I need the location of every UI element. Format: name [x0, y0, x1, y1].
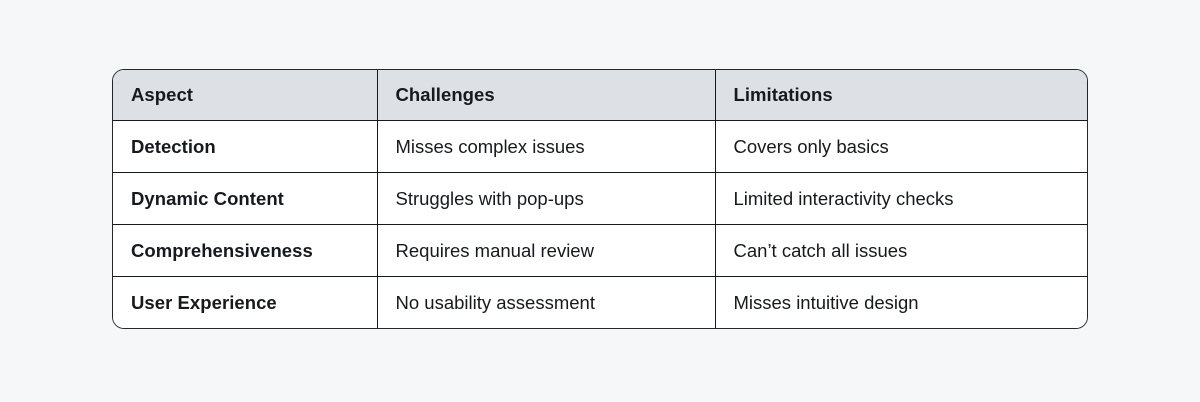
table-body: Detection Misses complex issues Covers o… [113, 120, 1087, 328]
cell-limitations: Covers only basics [715, 120, 1087, 173]
cell-challenges: Requires manual review [377, 224, 716, 277]
cell-challenges: Misses complex issues [377, 120, 716, 173]
table-header: Aspect Challenges Limitations [113, 70, 1087, 121]
column-header-aspect: Aspect [113, 70, 378, 121]
cell-aspect: User Experience [113, 276, 378, 328]
cell-aspect: Detection [113, 120, 378, 173]
cell-limitations: Misses intuitive design [715, 276, 1087, 328]
table-row: Comprehensiveness Requires manual review… [113, 224, 1087, 277]
comparison-table-container: Aspect Challenges Limitations Detection … [112, 69, 1088, 329]
column-header-challenges: Challenges [377, 70, 716, 121]
table-row: Dynamic Content Struggles with pop-ups L… [113, 172, 1087, 225]
cell-limitations: Can’t catch all issues [715, 224, 1087, 277]
column-header-limitations: Limitations [715, 70, 1087, 121]
table-header-row: Aspect Challenges Limitations [113, 70, 1087, 121]
comparison-table: Aspect Challenges Limitations Detection … [113, 70, 1087, 328]
cell-challenges: Struggles with pop-ups [377, 172, 716, 225]
cell-limitations: Limited interactivity checks [715, 172, 1087, 225]
cell-challenges: No usability assessment [377, 276, 716, 328]
cell-aspect: Comprehensiveness [113, 224, 378, 277]
cell-aspect: Dynamic Content [113, 172, 378, 225]
table-row: User Experience No usability assessment … [113, 276, 1087, 328]
table-row: Detection Misses complex issues Covers o… [113, 120, 1087, 173]
